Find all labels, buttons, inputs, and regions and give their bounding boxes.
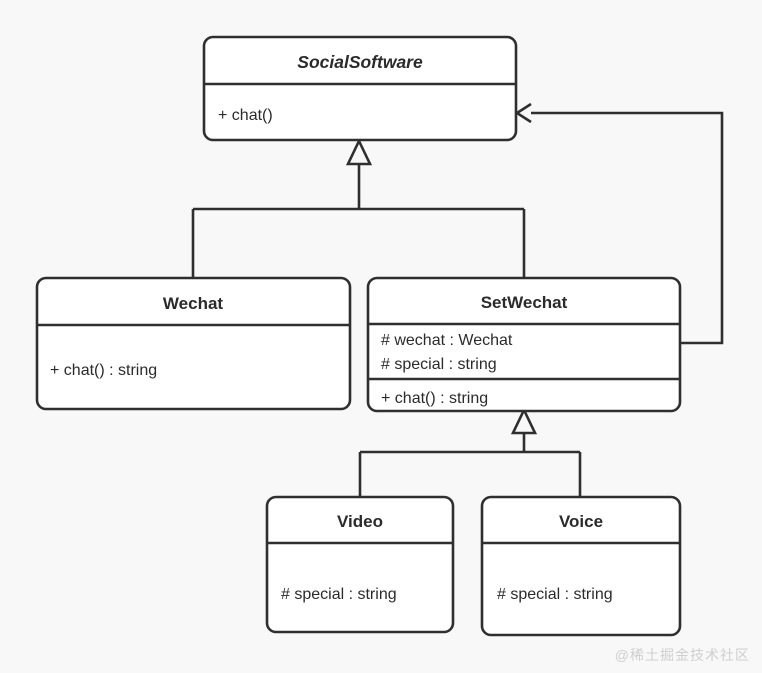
class-method-setwechat-0: + chat() : string — [381, 390, 488, 407]
class-box-wechat[interactable]: Wechat + chat() : string — [35, 276, 352, 411]
class-box-setwechat[interactable]: SetWechat # wechat : Wechat # special : … — [366, 276, 682, 413]
class-attribute-voice-0: # special : string — [497, 586, 613, 603]
class-title-wechat: Wechat — [163, 294, 223, 313]
class-box-voice[interactable]: Voice # special : string — [480, 495, 682, 637]
class-rect-voice[interactable] — [480, 495, 682, 637]
class-title-socialsoftware: SocialSoftware — [297, 52, 423, 72]
class-attribute-setwechat-0: # wechat : Wechat — [381, 332, 513, 349]
class-title-voice: Voice — [559, 512, 603, 531]
class-box-video[interactable]: Video # special : string — [265, 495, 455, 634]
inheritance-triangle-socialsoftware — [345, 137, 373, 166]
class-rect-wechat[interactable] — [35, 276, 352, 411]
class-box-socialsoftware[interactable]: SocialSoftware + chat() — [202, 35, 518, 142]
class-attribute-video-0: # special : string — [281, 586, 397, 603]
class-title-setwechat: SetWechat — [481, 293, 568, 312]
generalization-to-socialsoftware — [191, 137, 526, 278]
inheritance-triangle-setwechat — [510, 406, 538, 435]
generalization-to-setwechat — [358, 406, 582, 497]
class-attribute-setwechat-1: # special : string — [381, 356, 497, 373]
watermark: @稀土掘金技术社区 — [614, 647, 750, 663]
class-rect-socialsoftware[interactable] — [202, 35, 518, 142]
class-method-socialsoftware-0: + chat() — [218, 107, 273, 124]
class-title-video: Video — [337, 512, 383, 531]
class-rect-video[interactable] — [265, 495, 455, 634]
class-method-wechat-0: + chat() : string — [50, 362, 157, 379]
